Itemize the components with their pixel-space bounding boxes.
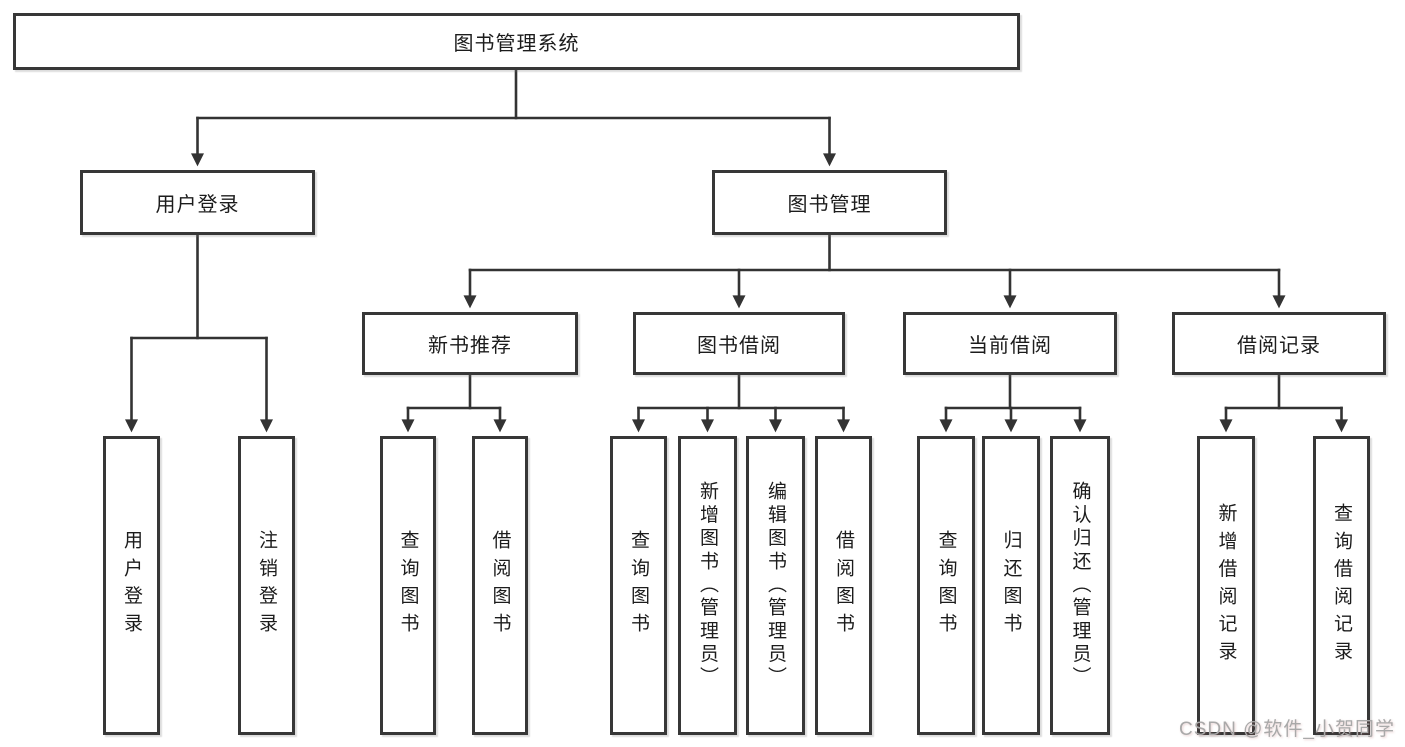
node-root: 图书管理系统 [13, 13, 1020, 70]
leaf-logout: 注销登录 [238, 436, 295, 735]
leaf-user-login: 用户登录 [103, 436, 160, 735]
leaf-add-books-admin-label: 新增图书（管理员） [697, 481, 718, 690]
node-borrow-records-label: 借阅记录 [1237, 335, 1321, 357]
leaf-borrow-books-2: 借阅图书 [815, 436, 872, 735]
leaf-query-borrow-record: 查询借阅记录 [1313, 436, 1370, 735]
leaf-return-books-label: 归还图书 [1000, 530, 1022, 641]
leaf-query-books-2: 查询图书 [610, 436, 667, 735]
node-user-login: 用户登录 [80, 170, 315, 235]
node-root-label: 图书管理系统 [453, 33, 580, 55]
node-book-management: 图书管理 [712, 170, 947, 235]
leaf-borrow-books-2-label: 借阅图书 [833, 530, 854, 641]
leaf-edit-books-admin-label: 编辑图书（管理员） [765, 481, 786, 690]
leaf-confirm-return-admin-label: 确认归还（管理员） [1069, 481, 1091, 690]
leaf-add-borrow-record: 新增借阅记录 [1197, 436, 1255, 735]
leaf-query-books-1-label: 查询图书 [397, 530, 419, 641]
leaf-query-borrow-record-label: 查询借阅记录 [1331, 502, 1352, 669]
node-new-book-recommend: 新书推荐 [362, 312, 578, 375]
leaf-query-books-3: 查询图书 [917, 436, 975, 735]
node-book-management-label: 图书管理 [787, 194, 872, 216]
leaf-borrow-books-1: 借阅图书 [472, 436, 528, 735]
node-current-borrow-label: 当前借阅 [968, 335, 1052, 357]
node-new-book-recommend-label: 新书推荐 [428, 335, 512, 357]
leaf-query-books-1: 查询图书 [380, 436, 436, 735]
leaf-query-books-3-label: 查询图书 [935, 530, 957, 641]
node-book-borrow-label: 图书借阅 [697, 335, 781, 357]
leaf-logout-label: 注销登录 [256, 530, 277, 641]
leaf-return-books: 归还图书 [982, 436, 1040, 735]
node-book-borrow: 图书借阅 [633, 312, 845, 375]
leaf-query-books-2-label: 查询图书 [628, 530, 649, 641]
leaf-edit-books-admin: 编辑图书（管理员） [746, 436, 805, 735]
csdn-watermark: CSDN @软件_小贺同学 [1179, 719, 1395, 740]
leaf-user-login-label: 用户登录 [121, 530, 142, 641]
leaf-confirm-return-admin: 确认归还（管理员） [1050, 436, 1110, 735]
leaf-borrow-books-1-label: 借阅图书 [489, 530, 511, 641]
node-borrow-records: 借阅记录 [1172, 312, 1386, 375]
leaf-add-borrow-record-label: 新增借阅记录 [1215, 502, 1237, 669]
node-user-login-label: 用户登录 [155, 194, 240, 216]
leaf-add-books-admin: 新增图书（管理员） [678, 436, 737, 735]
node-current-borrow: 当前借阅 [903, 312, 1117, 375]
